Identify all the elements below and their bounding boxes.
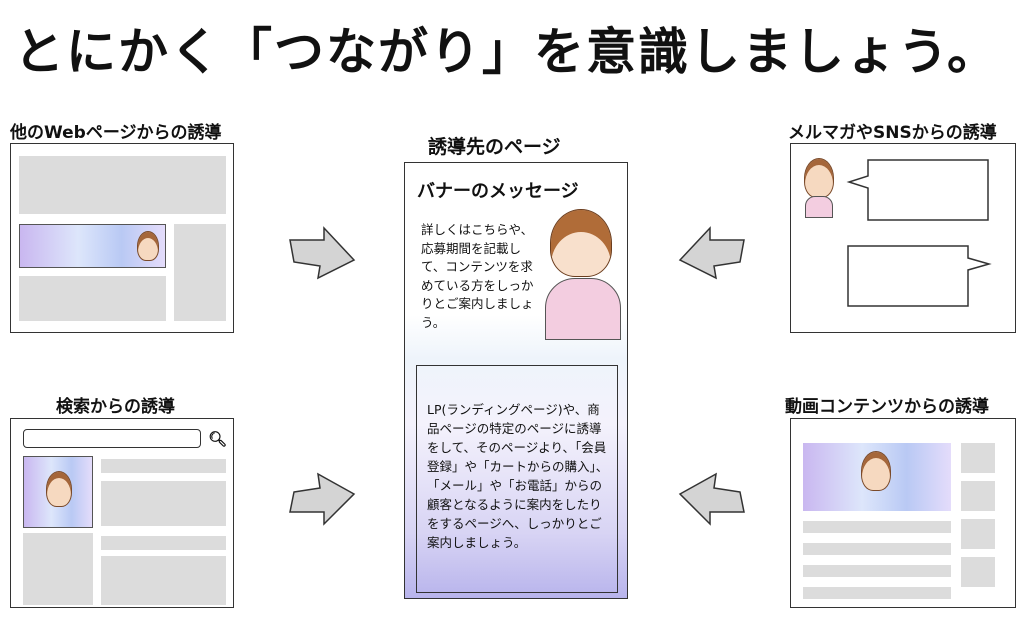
- web-page-panel: [10, 143, 234, 333]
- avatar-icon: [137, 231, 159, 261]
- sns-panel: [790, 143, 1016, 333]
- search-page-panel: 🔍︎: [10, 418, 234, 608]
- placeholder-line: [101, 536, 226, 550]
- presenter-face: [550, 209, 612, 277]
- arrow-right-icon: [289, 226, 356, 280]
- video-panel-label: 動画コンテンツからの誘導: [785, 397, 989, 417]
- placeholder-line: [803, 587, 951, 599]
- lp-text: LP(ランディングページ)や、商品ページの特定のページに誘導をして、そのページよ…: [427, 402, 609, 550]
- placeholder-line: [803, 565, 951, 577]
- placeholder-line: [803, 521, 951, 533]
- speech-bubble-left: [846, 159, 989, 221]
- placeholder-block: [961, 443, 995, 473]
- sns-panel-label: メルマガやSNSからの誘導: [788, 123, 997, 143]
- placeholder-block: [19, 276, 166, 321]
- placeholder-line: [101, 459, 226, 473]
- avatar-icon: [46, 471, 72, 507]
- avatar-icon: [861, 451, 891, 491]
- web-panel-label: 他のWebページからの誘導: [10, 123, 222, 143]
- speech-bubble-right: [847, 245, 992, 307]
- video-content-panel: [790, 418, 1016, 608]
- arrow-left-icon: [678, 472, 745, 526]
- destination-page-panel: バナーのメッセージ 詳しくはこちらや、応募期間を記載して、コンテンツを求めている…: [404, 162, 628, 599]
- placeholder-block: [174, 224, 226, 321]
- placeholder-block: [23, 533, 93, 605]
- placeholder-block: [19, 156, 226, 214]
- page-title: とにかく「つながり」を意識しましょう。: [14, 23, 999, 81]
- presenter-body: [545, 278, 621, 340]
- placeholder-line: [803, 543, 951, 555]
- placeholder-block: [961, 557, 995, 587]
- search-input[interactable]: [23, 429, 201, 448]
- avatar-body: [805, 196, 833, 218]
- placeholder-block: [101, 481, 226, 526]
- video-thumbnail[interactable]: [803, 443, 951, 511]
- result-thumbnail: [23, 456, 93, 528]
- banner-text: 詳しくはこちらや、応募期間を記載して、コンテンツを求めている方をしっかりとご案内…: [421, 222, 534, 330]
- banner-image: [19, 224, 166, 268]
- banner-title: バナーのメッセージ: [417, 181, 579, 202]
- destination-label: 誘導先のページ: [428, 136, 561, 158]
- placeholder-block: [961, 519, 995, 549]
- lp-description-box: LP(ランディングページ)や、商品ページの特定のページに誘導をして、そのページよ…: [416, 365, 618, 593]
- placeholder-block: [961, 481, 995, 511]
- avatar-icon: [804, 158, 834, 198]
- placeholder-block: [101, 556, 226, 605]
- search-icon[interactable]: 🔍︎: [208, 430, 228, 448]
- search-panel-label: 検索からの誘導: [56, 397, 175, 417]
- arrow-left-icon: [678, 226, 745, 280]
- arrow-right-icon: [289, 472, 356, 526]
